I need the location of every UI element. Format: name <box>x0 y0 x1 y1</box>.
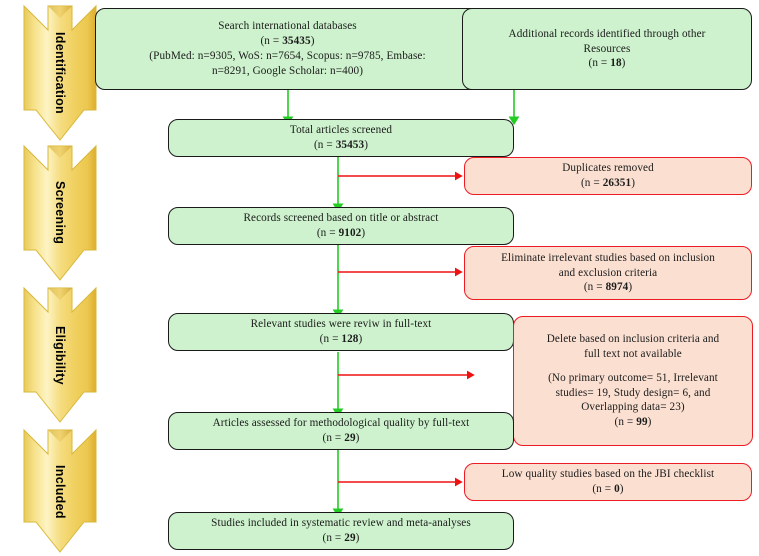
count-value: 18 <box>610 57 622 70</box>
box-line: Delete based on inclusion criteria and <box>546 333 720 346</box>
box-count-line: (n = 8974) <box>584 280 632 295</box>
stage-arrow-included <box>23 428 97 553</box>
box-line: studies= 19, Study design= 6, and <box>555 386 711 399</box>
box-count-line: (n = 128) <box>320 332 363 347</box>
box-total-screened[interactable]: Total articles screened (n = 35453) <box>168 119 514 157</box>
count-suffix: ) <box>364 139 369 151</box>
box-records-screened[interactable]: Records screened based on title or abstr… <box>168 207 514 245</box>
count-suffix: ) <box>619 483 624 495</box>
box-line: Studies included in systematic review an… <box>211 517 471 530</box>
box-line: Records screened based on title or abstr… <box>243 212 439 225</box>
box-low-quality[interactable]: Low quality studies based on the JBI che… <box>464 463 752 501</box>
count-value: 8974 <box>605 281 629 294</box>
box-line: Articles assessed for methodological qua… <box>212 417 470 430</box>
box-count-line: (n = 35453) <box>314 138 368 153</box>
count-suffix: ) <box>310 35 315 48</box>
box-count-line: (n = 29) <box>323 531 360 546</box>
box-line: Resources <box>583 42 631 55</box>
count-prefix: (n = <box>313 139 336 151</box>
box-relevant-fulltext[interactable]: Relevant studies were reviw in full-text… <box>168 313 514 351</box>
count-prefix: (n = <box>322 532 345 544</box>
count-prefix: (n = <box>592 483 615 495</box>
box-eliminate-irrelevant[interactable]: Eliminate irrelevant studies based on in… <box>464 246 752 300</box>
count-prefix: (n = <box>316 227 339 239</box>
count-prefix: (n = <box>580 177 603 189</box>
box-line: (PubMed: n=9305, WoS: n=7654, Scopus: n=… <box>149 50 426 62</box>
count-value: 0 <box>614 483 620 495</box>
count-suffix: ) <box>628 281 633 294</box>
box-line: Eliminate irrelevant studies based on in… <box>501 251 715 264</box>
box-line: Duplicates removed <box>562 162 654 175</box>
box-line: Additional records identified through ot… <box>508 27 706 40</box>
box-line: n=8291, Google Scholar: n=400) <box>211 64 364 77</box>
box-count-line: (n = 35435) <box>260 34 314 49</box>
box-count-line: (n = 99) <box>615 415 652 430</box>
box-count-line: (n = 26351) <box>581 176 635 191</box>
stage-arrow-identification <box>23 4 97 141</box>
count-suffix: ) <box>621 57 626 70</box>
count-prefix: (n = <box>319 333 342 345</box>
count-value: 26351 <box>602 177 632 189</box>
box-count-line: (n = 9102) <box>317 226 365 241</box>
count-value: 35453 <box>335 139 365 151</box>
box-line: full text not available <box>584 347 682 360</box>
count-suffix: ) <box>355 532 360 544</box>
box-line: and exclusion criteria <box>558 266 658 279</box>
box-duplicates-removed[interactable]: Duplicates removed (n = 26351) <box>464 157 752 195</box>
box-included-final[interactable]: Studies included in systematic review an… <box>168 512 514 550</box>
count-prefix: (n = <box>322 432 345 444</box>
box-line: Total articles screened <box>289 124 393 137</box>
box-line: (No primary outcome= 51, Irrelevant <box>548 371 718 384</box>
count-suffix: ) <box>361 227 366 239</box>
box-line: Search international databases <box>218 20 357 33</box>
box-search-databases[interactable]: Search international databases (n = 3543… <box>95 8 480 90</box>
count-suffix: ) <box>631 177 636 189</box>
count-value: 29 <box>344 432 356 444</box>
count-prefix: (n = <box>614 416 637 429</box>
count-prefix: (n = <box>260 35 283 48</box>
stage-arrow-screening <box>23 144 97 281</box>
box-delete-inclusion[interactable]: Delete based on inclusion criteria and f… <box>513 316 753 446</box>
box-count-line: (n = 29) <box>323 431 360 446</box>
box-line: Low quality studies based on the JBI che… <box>501 468 715 481</box>
count-value: 9102 <box>338 227 362 239</box>
count-value: 99 <box>636 416 648 429</box>
count-prefix: (n = <box>583 281 606 294</box>
box-additional-records[interactable]: Additional records identified through ot… <box>462 8 752 90</box>
count-suffix: ) <box>358 333 363 345</box>
box-count-line: (n = 0) <box>592 482 623 497</box>
box-line: Relevant studies were reviw in full-text <box>250 318 432 331</box>
box-count-line: (n = 18) <box>589 56 626 71</box>
count-value: 35435 <box>282 35 311 48</box>
stage-arrow-eligibility <box>23 286 97 423</box>
count-prefix: (n = <box>588 57 611 70</box>
count-suffix: ) <box>355 432 360 444</box>
count-value: 29 <box>344 532 356 544</box>
count-value: 128 <box>341 333 359 345</box>
box-line: Overlapping data= 23) <box>581 401 685 414</box>
box-assessed-quality[interactable]: Articles assessed for methodological qua… <box>168 412 514 450</box>
count-suffix: ) <box>647 416 652 429</box>
